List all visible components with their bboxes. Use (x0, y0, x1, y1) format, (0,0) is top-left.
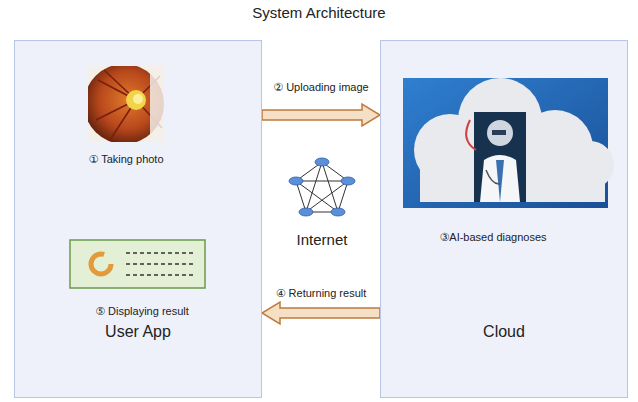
result-screen-icon (70, 240, 205, 288)
caption-label: ③AI-based diagnoses (439, 231, 546, 244)
panel-title: User App (15, 323, 261, 341)
arrow-label: ② Uploading image (273, 81, 368, 94)
block-arrow (262, 104, 380, 126)
caption-label: Internet (297, 231, 348, 248)
panel-title: Cloud (381, 323, 627, 341)
fundus-photo (84, 64, 164, 144)
block-arrow (262, 302, 380, 324)
panel-box: User App (14, 40, 262, 398)
panel-box: Cloud (380, 40, 628, 398)
arrow-label: ④ Returning result (276, 287, 367, 300)
caption-label: ⑤ Displaying result (95, 305, 189, 318)
network-nodes (289, 158, 355, 216)
diagram-title: System Architecture (0, 4, 638, 21)
network-icon (296, 162, 348, 212)
cloud-ai-picture (403, 78, 614, 208)
caption-label: ① Taking photo (88, 153, 163, 166)
